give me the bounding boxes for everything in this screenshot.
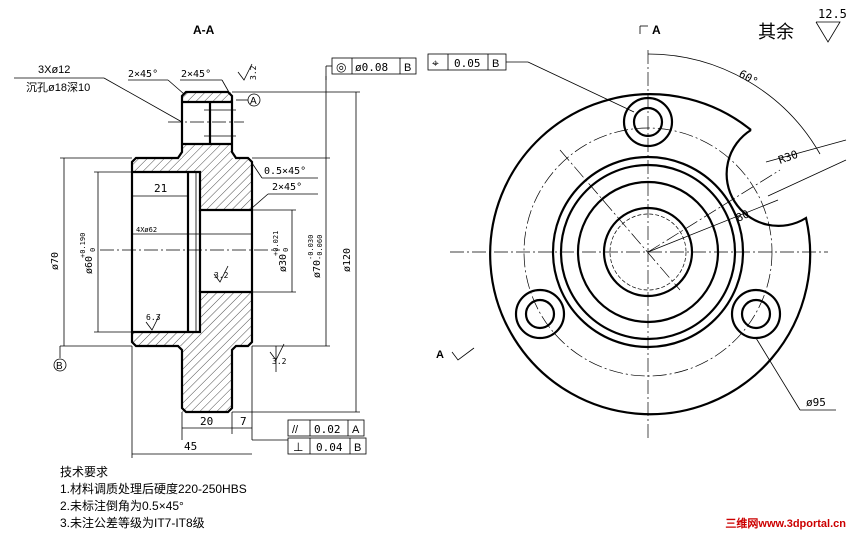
datum-b-marker: B — [53, 346, 67, 372]
dim-d60-tol: +0.190 — [79, 233, 87, 258]
svg-text:◎: ◎ — [336, 60, 346, 74]
svg-text:B: B — [354, 442, 361, 454]
dim-d30: ø30 — [278, 254, 289, 272]
roughness-mark-2: 6.3 — [145, 313, 161, 331]
datum-a-marker: A — [236, 93, 261, 107]
notes-title: 技术要求 — [60, 465, 109, 479]
section-view: A-A ø70 ø60 +0.190 0 — [14, 23, 417, 458]
fcf-position: ⌖ 0.05 B — [427, 53, 635, 113]
svg-text:A: A — [352, 424, 360, 436]
svg-text:0.05: 0.05 — [454, 57, 481, 70]
svg-text:3.2: 3.2 — [272, 357, 287, 366]
hole-note-1: 3Xø12 — [38, 64, 70, 76]
svg-text:3.2: 3.2 — [249, 65, 258, 80]
roughness-mark-4: 3.2 — [237, 63, 258, 81]
view-arrow: A — [436, 347, 475, 361]
chamfer-3: 0.5×45° — [264, 166, 306, 177]
roughness-other: 其余 12.5 — [758, 7, 847, 43]
fcf-concentricity: ◎ ø0.08 B — [325, 57, 417, 80]
dim-d120: ø120 — [342, 248, 353, 272]
dim-d70b-tol: -0.030 — [307, 235, 315, 260]
dim-len20: 20 — [200, 415, 213, 428]
dim-d60-tol2: 0 — [89, 248, 97, 252]
fcf-parallelism: // 0.02 A — [287, 419, 365, 437]
front-view: A 60° — [427, 7, 847, 440]
dim-d30-tol2: 0 — [282, 248, 290, 252]
svg-text:⊥: ⊥ — [293, 440, 303, 454]
note-3: 3.未注公差等级为IT7-IT8级 — [60, 516, 205, 530]
svg-text:0.02: 0.02 — [314, 423, 341, 436]
flange-outline — [489, 93, 812, 416]
svg-text:B: B — [404, 62, 411, 74]
fcf-perpendicularity: ⊥ 0.04 B — [252, 437, 367, 455]
note-1: 1.材料调质处理后硬度220-250HBS — [60, 482, 247, 496]
svg-text://: // — [292, 424, 299, 436]
dim-len7: 7 — [240, 415, 247, 428]
hole-note-2: 沉孔ø18深10 — [26, 81, 90, 94]
bolt-hole-left — [514, 288, 566, 340]
roughness-mark-1: 3.2 — [213, 265, 229, 283]
roughness-mark-3: 3.2 — [269, 343, 287, 372]
dim-keyway: 4Xø62 — [136, 226, 157, 234]
dim-d70b: ø70 — [312, 260, 323, 278]
svg-text:12.5: 12.5 — [818, 7, 847, 21]
chamfer-2: 2×45° — [181, 69, 211, 80]
svg-text:ø0.08: ø0.08 — [355, 61, 388, 74]
dim-angle60: 60° — [737, 67, 761, 88]
dim-r80: 80 — [734, 207, 751, 224]
svg-text:A: A — [436, 349, 444, 361]
watermark: 三维网www.3dportal.cn — [725, 518, 846, 530]
chamfer-1: 2×45° — [128, 69, 158, 80]
svg-text:6.3: 6.3 — [146, 313, 161, 322]
part-outline — [130, 90, 254, 414]
hatch-lower — [132, 292, 252, 412]
dim-len21: 21 — [154, 182, 167, 195]
svg-text:3.2: 3.2 — [214, 271, 229, 280]
technical-notes: 技术要求 1.材料调质处理后硬度220-250HBS 2.未标注倒角为0.5×4… — [60, 464, 247, 532]
note-2: 2.未标注倒角为0.5×45° — [60, 499, 184, 513]
svg-text:0.04: 0.04 — [316, 441, 343, 454]
dim-d70: ø70 — [50, 252, 61, 270]
bolt-hole-right — [730, 288, 782, 340]
svg-text:A: A — [250, 96, 257, 107]
dim-d30-tol: +0.021 — [272, 231, 280, 256]
svg-text:⌖: ⌖ — [432, 56, 439, 70]
svg-text:其余: 其余 — [758, 22, 794, 42]
svg-text:B: B — [492, 58, 499, 70]
chamfer-4: 2×45° — [272, 182, 302, 193]
dim-r30: R30 — [777, 148, 800, 167]
dim-d60: ø60 — [84, 256, 95, 274]
bolt-hole-section — [182, 102, 232, 144]
view-label: A — [652, 23, 661, 37]
section-label: A-A — [193, 23, 215, 37]
dim-d95: ø95 — [806, 396, 826, 409]
svg-text:B: B — [56, 361, 63, 372]
dim-len45: 45 — [184, 440, 197, 453]
dim-d70b-tol2: -0.060 — [316, 235, 324, 260]
